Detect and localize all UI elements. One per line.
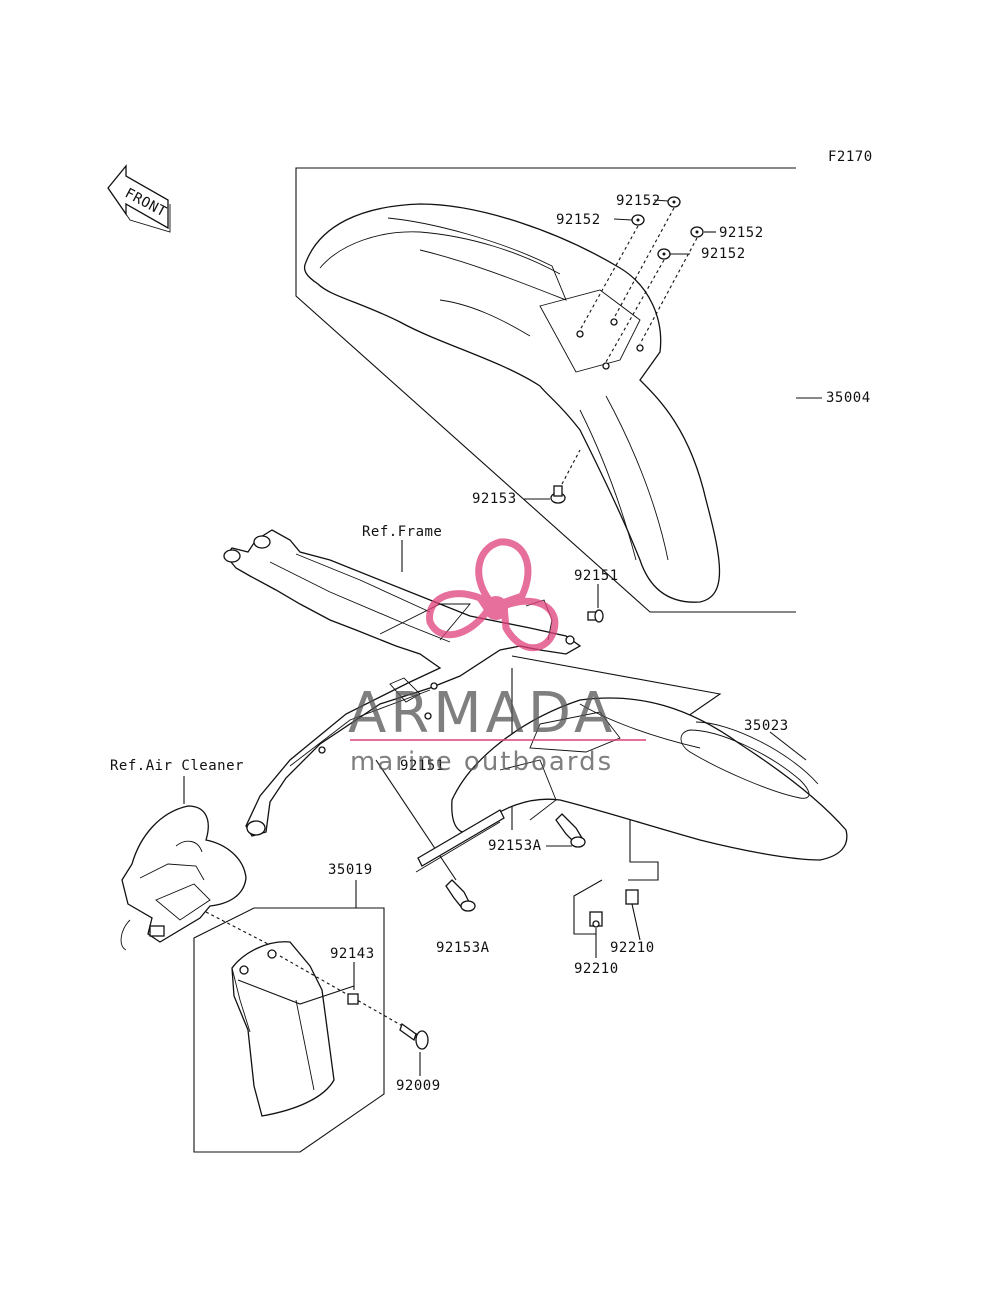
label-92152: 92152 (701, 246, 746, 262)
bolt-92153A-icon (445, 879, 476, 912)
bracket-strip (415, 809, 505, 873)
bolt-92151-icon (587, 609, 604, 623)
watermark-tagline: marine outboards (350, 747, 613, 777)
figure-code: F2170 (828, 149, 873, 165)
label-92153A: 92153A (488, 838, 542, 854)
clip-92210-icon (589, 889, 639, 928)
label-35004: 35004 (826, 390, 871, 406)
rear-frame (223, 529, 582, 837)
armada-watermark: ARMADA marine outboards (348, 538, 646, 777)
front-fender-group-outline (295, 167, 796, 613)
screw-92009-icon (399, 1022, 429, 1050)
front-fender (303, 203, 721, 603)
bolt-92153A-icon (555, 813, 586, 848)
label-92153: 92153 (472, 491, 517, 507)
label-92152: 92152 (616, 193, 661, 209)
collar-92143-icon (347, 993, 359, 1005)
label-35019: 35019 (328, 862, 373, 878)
mud-flap-group-outline (205, 911, 273, 947)
mud-flap (231, 941, 335, 1117)
bolt-92153-icon (550, 485, 566, 504)
label-92143: 92143 (330, 946, 375, 962)
label-ref-air-cleaner: Ref.Air Cleaner (110, 758, 244, 774)
leader-line-mud-flap (237, 979, 355, 1005)
label-92153A: 92153A (436, 940, 490, 956)
label-92152: 92152 (719, 225, 764, 241)
watermark-brand: ARMADA (348, 681, 616, 746)
label-92210: 92210 (610, 940, 655, 956)
label-92152: 92152 (556, 212, 601, 228)
label-92151: 92151 (400, 758, 445, 774)
label-35023: 35023 (744, 718, 789, 734)
washer-92152-icon (631, 196, 704, 260)
label-92151: 92151 (574, 568, 619, 584)
label-ref-frame: Ref.Frame (362, 524, 442, 540)
leader-line-92153 (561, 449, 581, 485)
front-arrow-icon: FRONT (107, 164, 171, 233)
label-92009: 92009 (396, 1078, 441, 1094)
leader-lines-92152 (579, 199, 716, 363)
label-92210: 92210 (574, 961, 619, 977)
leader-line-92210 (631, 903, 641, 941)
air-cleaner-reference (120, 805, 247, 951)
propeller-logo-icon (426, 538, 559, 652)
leader-line-35023 (769, 731, 807, 761)
mud-flap-group-outline (193, 880, 385, 1153)
rear-fender-group-outline (511, 655, 722, 881)
leader-line-92151 (375, 759, 457, 881)
rear-fender (451, 697, 848, 861)
rear-fender-group-outline (573, 879, 603, 935)
